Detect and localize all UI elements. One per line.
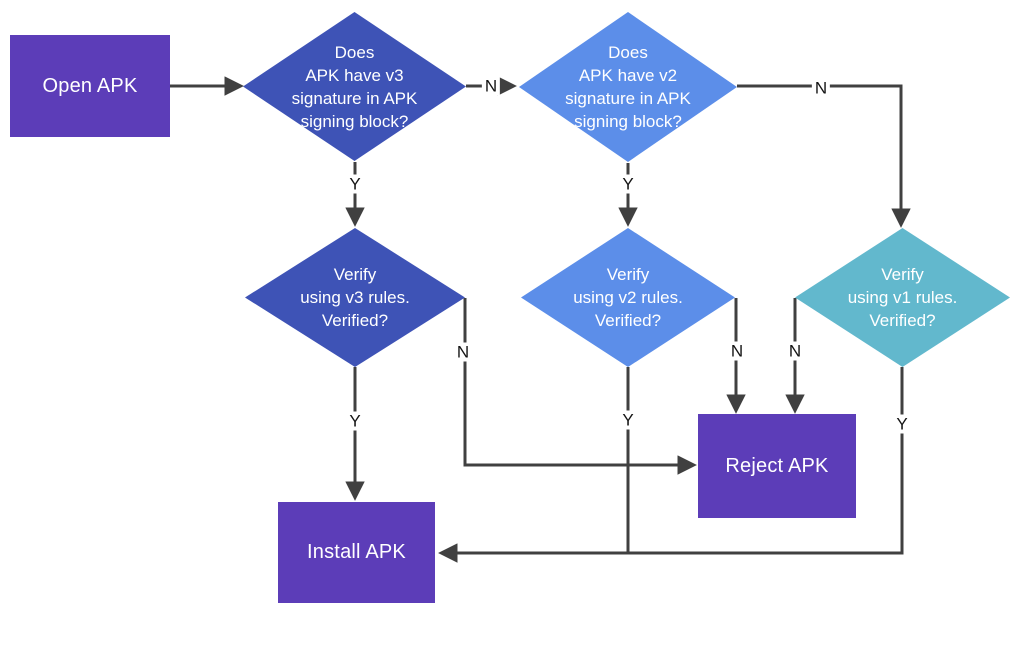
node-v2-verify-label: Verify using v2 rules. Verified? xyxy=(573,265,683,330)
edge-v2check-to-v1verify xyxy=(737,84,911,228)
edge-label-v3check-y: Y xyxy=(346,174,364,194)
edge-label-v2verify-n: N xyxy=(727,341,747,361)
edge-label-v2verify-y: Y xyxy=(619,410,637,430)
node-v3-verify-label: Verify using v3 rules. Verified? xyxy=(300,265,410,330)
node-install-apk-label: Install APK xyxy=(307,541,406,563)
node-install-apk: Install APK xyxy=(278,502,435,603)
edge-label-v1verify-n: N xyxy=(785,341,805,361)
node-v3-signature-check-label: Does APK have v3 signature in APK signin… xyxy=(291,42,418,131)
edge-label-v3verify-y: Y xyxy=(346,411,364,431)
node-reject-apk: Reject APK xyxy=(698,414,856,518)
node-open-apk: Open APK xyxy=(10,35,170,137)
node-reject-apk-label: Reject APK xyxy=(725,454,829,477)
edge-label-v3verify-n: N xyxy=(453,342,473,362)
edge-label-v3check-n: N xyxy=(481,76,501,96)
edge-label-v1verify-y: Y xyxy=(893,414,911,434)
edge-label-v2check-n: N xyxy=(811,78,831,98)
node-v2-signature-check-label: Does APK have v2 signature in APK signin… xyxy=(565,43,691,131)
edge-label-v2check-y: Y xyxy=(619,174,637,194)
node-open-apk-label: Open APK xyxy=(42,74,138,97)
node-v1-verify-label: Verify using v1 rules. Verified? xyxy=(847,265,958,330)
